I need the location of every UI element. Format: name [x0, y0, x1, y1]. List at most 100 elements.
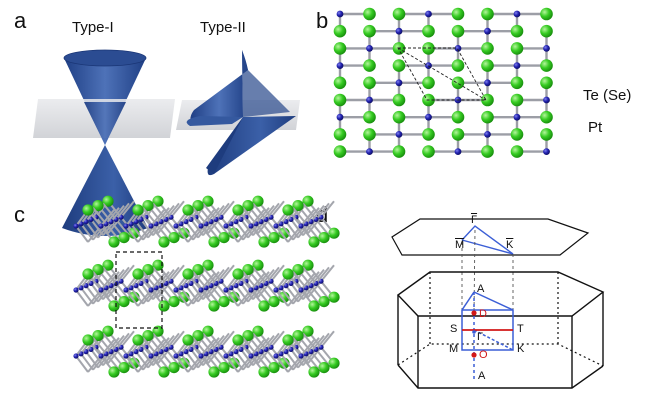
layer-bond: [115, 202, 130, 221]
pt-atom: [298, 287, 304, 293]
layer-bond: [105, 287, 120, 305]
bulk-d-label: D: [479, 308, 487, 320]
layer-bond: [175, 225, 189, 243]
panel-letter-c: c: [14, 202, 25, 227]
layer-bond: [305, 207, 320, 225]
surface-k-bar-label: K: [506, 239, 514, 251]
layer-bond: [287, 289, 302, 307]
layer-bond: [310, 204, 325, 223]
layer-bond: [270, 200, 285, 218]
pt-atom: [336, 10, 344, 18]
te-se-atom: [328, 357, 340, 369]
layer-bond: [125, 289, 139, 307]
pt-atom: [366, 96, 373, 104]
te-se-atom: [363, 7, 376, 21]
te-se-atom: [202, 259, 214, 271]
pt-atom: [98, 223, 104, 229]
te-se-atom: [252, 259, 264, 271]
te-se-atom: [540, 7, 553, 21]
te-se-atom: [232, 204, 244, 216]
pt-atom: [336, 113, 344, 121]
side-unit-cell: [115, 251, 163, 329]
layer-bond: [155, 207, 170, 225]
layer-bond: [120, 264, 135, 282]
layer-bond: [115, 266, 130, 285]
te-se-atom: [102, 325, 114, 337]
pt-atom: [173, 287, 179, 293]
te-se-atom: [302, 325, 314, 337]
te-se-atom: [481, 7, 494, 21]
layer-bond: [105, 353, 120, 371]
layer-bond: [320, 264, 335, 282]
layer-bond: [205, 337, 220, 355]
layer-bond: [115, 348, 130, 367]
layer-bond: [260, 334, 275, 353]
type-ii-lower-cone: [186, 116, 243, 126]
te-se-atom: [202, 325, 214, 337]
layer-bond: [287, 225, 302, 243]
te-se-atom: [182, 268, 194, 280]
te-se-atom: [292, 330, 304, 342]
te-se-atom: [142, 264, 154, 276]
layer-top: [73, 195, 340, 248]
layer-bond: [165, 332, 180, 351]
layer-bond: [87, 225, 102, 243]
pt-atom: [73, 223, 79, 229]
te-se-atom: [392, 145, 406, 158]
te-se-atom: [308, 236, 320, 248]
layer-bond: [165, 282, 180, 301]
te-se-atom: [132, 268, 144, 280]
te-se-atom: [268, 296, 280, 308]
surface-m-bar-label: M: [455, 239, 465, 251]
pt-atom: [223, 223, 229, 229]
layer-bond: [87, 355, 102, 373]
gamma-point: [472, 330, 476, 334]
te-se-atom: [363, 76, 376, 90]
layer-bond: [320, 200, 335, 218]
pt-atom: [395, 131, 403, 138]
pt-atom: [98, 287, 104, 293]
pt-atom: [223, 353, 229, 359]
te-se-atom: [302, 259, 314, 271]
te-se-atom: [152, 195, 164, 207]
pt-atom: [273, 287, 279, 293]
te-se-atom: [392, 59, 406, 72]
layer-bond: [315, 266, 330, 285]
te-se-atom: [481, 59, 494, 72]
type-i-upper-rim: [63, 49, 147, 67]
layer-bond: [215, 348, 230, 367]
layer-bond: [210, 334, 225, 353]
te-se-atom: [252, 195, 264, 207]
te-se-atom: [282, 334, 294, 346]
te-se-atom: [333, 42, 347, 55]
te-se-atom: [268, 362, 280, 374]
layer-bond: [165, 266, 180, 285]
layer-bond: [215, 332, 230, 351]
layer-bond: [142, 223, 157, 241]
bulk-s-label: S: [450, 323, 458, 335]
te-se-atom: [218, 232, 230, 244]
layer-bond: [265, 348, 280, 367]
te-se-atom: [481, 110, 494, 124]
layer-bond: [105, 271, 120, 289]
pt-atom: [454, 148, 462, 156]
te-se-atom: [333, 24, 347, 38]
layer-bond: [210, 268, 225, 287]
layer-bond: [192, 287, 207, 305]
layer-bond: [192, 223, 207, 241]
pt-atom: [173, 223, 179, 229]
layer-bond: [142, 287, 157, 305]
bulk-a-bottom-label: A: [478, 370, 486, 382]
te-se-atom: [242, 264, 254, 276]
te-se-atom: [132, 334, 144, 346]
layer-bond: [225, 355, 239, 373]
layer-bond: [250, 209, 265, 227]
layer-bond: [275, 225, 289, 243]
pt-atom: [484, 27, 491, 35]
layer-bond: [255, 353, 270, 371]
layer-bond: [300, 209, 315, 227]
layer-bond: [255, 223, 270, 241]
te-se-atom: [333, 76, 347, 90]
